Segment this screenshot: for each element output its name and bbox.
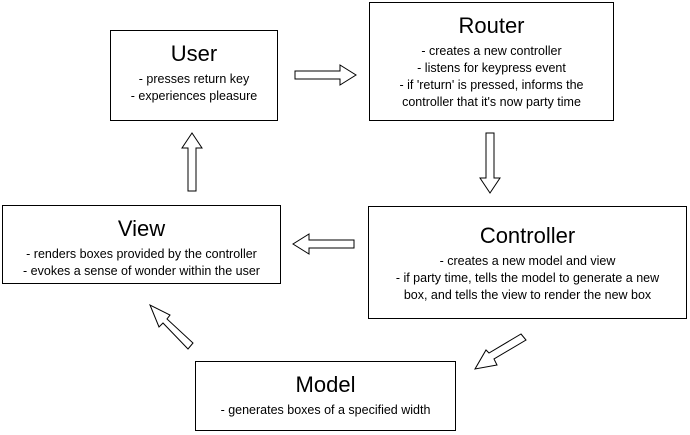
arrow-model-to-view bbox=[149, 303, 194, 350]
router-line-1: - creates a new controller bbox=[421, 44, 562, 58]
user-line-1: - presses return key bbox=[138, 72, 250, 86]
user-box: User - presses return key - experiences … bbox=[110, 30, 278, 121]
controller-title: Controller bbox=[479, 223, 576, 248]
model-box: Model - generates boxes of a specified w… bbox=[195, 361, 456, 431]
arrow-router-to-controller bbox=[479, 132, 501, 194]
view-title: View bbox=[117, 216, 166, 241]
view-line-2: - evokes a sense of wonder within the us… bbox=[23, 264, 260, 278]
user-title: User bbox=[170, 41, 218, 66]
controller-line-2: - if party time, tells the model to gene… bbox=[395, 271, 660, 285]
arrow-view-to-user bbox=[181, 132, 203, 192]
router-line-2: - listens for keypress event bbox=[417, 61, 566, 75]
arrow-controller-to-view bbox=[292, 233, 355, 255]
controller-box: Controller - creates a new model and vie… bbox=[368, 206, 687, 319]
controller-line-3: box, and tells the view to render the ne… bbox=[403, 288, 652, 302]
model-title: Model bbox=[295, 372, 356, 397]
arrow-controller-to-model bbox=[474, 333, 527, 370]
user-line-2: - experiences pleasure bbox=[130, 89, 258, 103]
router-box: Router - creates a new controller - list… bbox=[369, 2, 614, 121]
view-line-1: - renders boxes provided by the controll… bbox=[26, 247, 257, 261]
view-box: View - renders boxes provided by the con… bbox=[2, 205, 281, 284]
model-line-1: - generates boxes of a specified width bbox=[220, 403, 431, 417]
router-line-3: - if 'return' is pressed, informs the bbox=[399, 78, 584, 92]
router-title: Router bbox=[458, 13, 525, 38]
arrow-user-to-router bbox=[294, 64, 357, 86]
controller-line-1: - creates a new model and view bbox=[439, 254, 616, 268]
router-line-4: controller that it's now party time bbox=[402, 95, 581, 109]
